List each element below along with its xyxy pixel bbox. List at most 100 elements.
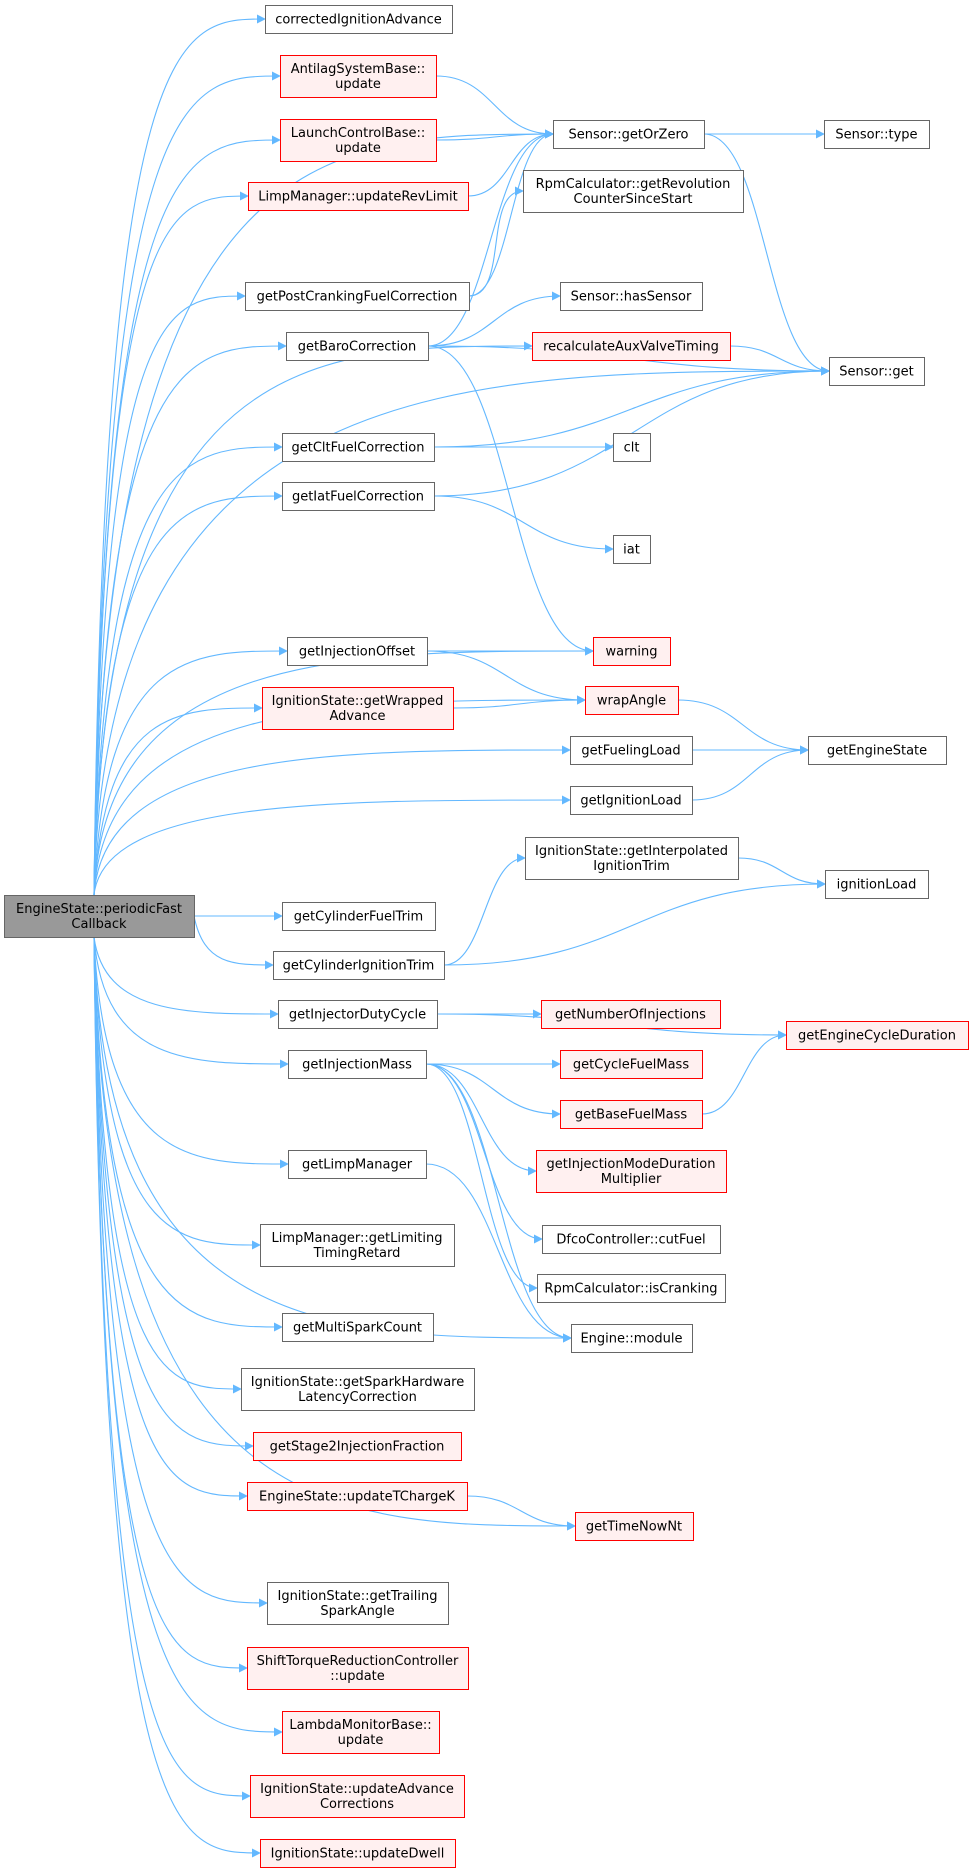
node-label: IgnitionState::updateAdvance <box>260 1782 454 1797</box>
node-label: CounterSinceStart <box>574 192 693 207</box>
node-box <box>570 786 693 815</box>
node-t4[interactable]: ignitionLoad <box>825 870 929 899</box>
node-n22[interactable]: ShiftTorqueReductionController::update <box>247 1647 469 1690</box>
node-label: RpmCalculator::isCranking <box>544 1282 717 1297</box>
node-n25[interactable]: IgnitionState::updateDwell <box>260 1839 456 1868</box>
node-s17[interactable]: RpmCalculator::isCranking <box>537 1274 726 1303</box>
node-n6[interactable]: getBaroCorrection <box>286 332 429 361</box>
edge-root-to-s19 <box>93 936 576 1531</box>
node-label: update <box>338 1733 384 1748</box>
node-n23[interactable]: LambdaMonitorBase::update <box>282 1711 440 1754</box>
edge-root-to-n18 <box>93 936 242 1394</box>
node-n13[interactable]: getInjectorDutyCycle <box>278 1000 438 1029</box>
node-t3[interactable]: getEngineState <box>808 736 947 765</box>
node-s2[interactable]: RpmCalculator::getRevolutionCounterSince… <box>523 170 744 213</box>
node-n15[interactable]: getLimpManager <box>288 1150 427 1179</box>
node-label: getBaseFuelMass <box>575 1108 688 1123</box>
node-label: IgnitionState::updateDwell <box>271 1847 445 1862</box>
node-t1[interactable]: Sensor::type <box>824 120 930 149</box>
node-s3[interactable]: Sensor::hasSensor <box>560 282 703 311</box>
node-box <box>247 1647 469 1690</box>
edge-n7-to-t2 <box>433 366 830 448</box>
node-t2[interactable]: Sensor::get <box>829 357 925 386</box>
node-box <box>245 282 470 311</box>
node-box <box>265 5 453 34</box>
node-box <box>523 170 744 213</box>
node-s12[interactable]: getNumberOfInjections <box>541 1000 721 1029</box>
node-n1[interactable]: correctedIgnitionAdvance <box>265 5 453 34</box>
node-s5[interactable]: clt <box>613 433 651 462</box>
edge-root-to-s4 <box>93 341 533 896</box>
node-n2[interactable]: AntilagSystemBase::update <box>280 55 437 98</box>
node-box <box>575 1512 694 1541</box>
node-box <box>241 1368 475 1411</box>
node-box <box>282 1313 434 1342</box>
node-label: EngineState::updateTChargeK <box>259 1490 455 1505</box>
edge-root-to-s9 <box>93 745 571 896</box>
edge-root-to-n7 <box>93 442 283 896</box>
node-n5[interactable]: getPostCrankingFuelCorrection <box>245 282 470 311</box>
edge-n6-to-s3 <box>427 291 561 347</box>
node-label: Sensor::getOrZero <box>569 128 689 143</box>
node-s14[interactable]: getBaseFuelMass <box>560 1100 703 1129</box>
node-box <box>282 902 436 931</box>
edges-layer <box>93 14 830 1858</box>
node-label: getEngineCycleDuration <box>798 1029 956 1044</box>
node-box <box>273 951 445 980</box>
node-box <box>250 1775 465 1818</box>
node-n7[interactable]: getCltFuelCorrection <box>282 433 435 462</box>
node-n8[interactable]: getIatFuelCorrection <box>282 482 435 511</box>
node-n17[interactable]: getMultiSparkCount <box>282 1313 434 1342</box>
node-n20[interactable]: EngineState::updateTChargeK <box>247 1482 468 1511</box>
node-box <box>260 1224 455 1267</box>
node-n18[interactable]: IgnitionState::getSparkHardwareLatencyCo… <box>241 1368 475 1411</box>
node-n11[interactable]: getCylinderFuelTrim <box>282 902 436 931</box>
node-s10[interactable]: getIgnitionLoad <box>570 786 693 815</box>
edge-root-to-n12 <box>193 915 274 970</box>
node-box <box>560 282 703 311</box>
node-s19[interactable]: getTimeNowNt <box>575 1512 694 1541</box>
node-s16[interactable]: DfcoController::cutFuel <box>542 1225 721 1254</box>
node-label: LimpManager::updateRevLimit <box>258 190 457 205</box>
node-n19[interactable]: getStage2InjectionFraction <box>253 1432 462 1461</box>
edge-s11-to-t4 <box>737 857 826 889</box>
node-s9[interactable]: getFuelingLoad <box>570 736 693 765</box>
edge-root-to-s7 <box>93 646 594 896</box>
node-s6[interactable]: iat <box>613 535 651 564</box>
node-label: clt <box>624 441 640 456</box>
node-s13[interactable]: getCycleFuelMass <box>560 1050 703 1079</box>
node-label: Sensor::hasSensor <box>571 290 692 305</box>
node-s18[interactable]: Engine::module <box>571 1324 693 1353</box>
edge-n14-to-s18 <box>425 1063 572 1343</box>
edge-n5-to-s1 <box>468 129 554 297</box>
node-s11[interactable]: IgnitionState::getInterpolatedIgnitionTr… <box>525 837 739 880</box>
node-s8[interactable]: wrapAngle <box>585 686 679 715</box>
node-label: correctedIgnitionAdvance <box>275 13 442 28</box>
node-box <box>280 55 437 98</box>
edge-root-to-n13 <box>93 936 279 1019</box>
node-n14[interactable]: getInjectionMass <box>288 1050 427 1079</box>
edge-n12-to-s11 <box>443 853 526 966</box>
node-n9[interactable]: getInjectionOffset <box>287 637 428 666</box>
node-label: EngineState::periodicFast <box>16 902 182 917</box>
node-n3[interactable]: LaunchControlBase::update <box>280 119 437 162</box>
node-s7[interactable]: warning <box>593 637 671 666</box>
node-box <box>282 1711 440 1754</box>
node-s1[interactable]: Sensor::getOrZero <box>553 120 705 149</box>
node-n12[interactable]: getCylinderIgnitionTrim <box>273 951 445 980</box>
node-t5[interactable]: getEngineCycleDuration <box>786 1021 969 1050</box>
edge-root-to-n19 <box>93 936 254 1451</box>
node-label: Sensor::get <box>839 365 913 380</box>
node-box <box>4 895 195 938</box>
node-label: warning <box>605 645 657 660</box>
node-box <box>248 182 469 211</box>
node-n4[interactable]: LimpManager::updateRevLimit <box>248 182 469 211</box>
node-s4[interactable]: recalculateAuxValveTiming <box>532 332 731 361</box>
